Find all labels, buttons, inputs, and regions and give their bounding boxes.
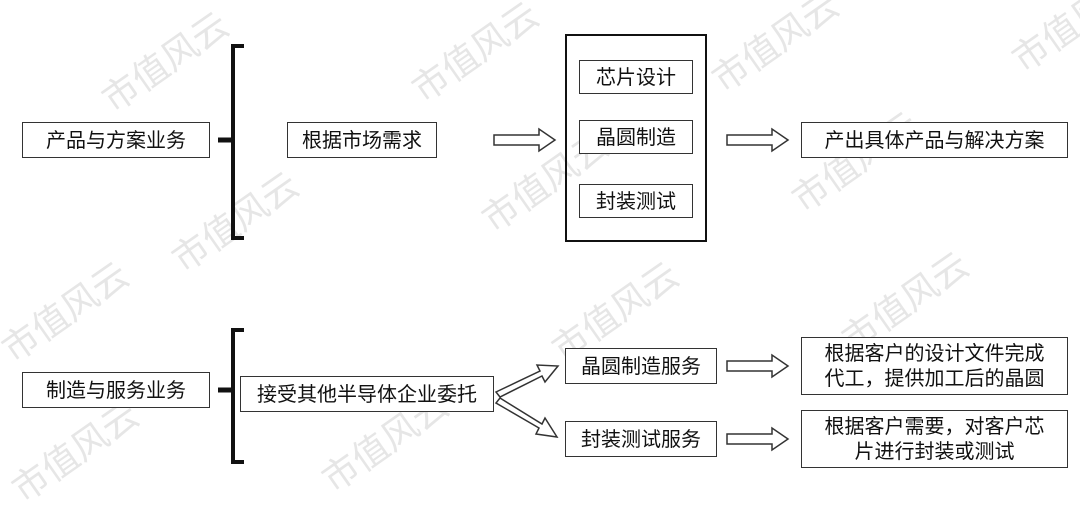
service-box-wafer-manufacturing: 晶圆制造服务 bbox=[565, 348, 717, 384]
business-box-product-solution: 产品与方案业务 bbox=[22, 122, 210, 158]
process-group-box bbox=[565, 34, 707, 242]
step-packaging-testing: 封装测试 bbox=[579, 184, 693, 218]
bracket-row2 bbox=[231, 328, 244, 464]
arrow-wafer-to-result bbox=[726, 353, 790, 379]
step-chip-design: 芯片设计 bbox=[579, 60, 693, 94]
arrow-steps-to-output bbox=[726, 127, 790, 153]
step-wafer-manufacturing: 晶圆制造 bbox=[579, 120, 693, 154]
diagram-connectors bbox=[218, 44, 790, 464]
result-line: 根据客户需要，对客户芯 bbox=[824, 414, 1045, 438]
arrow-branch-upper bbox=[494, 364, 560, 398]
result-line: 片进行封装或测试 bbox=[854, 439, 1015, 463]
service-box-packaging-testing: 封装测试服务 bbox=[565, 421, 717, 457]
basis-box-entrusted: 接受其他半导体企业委托 bbox=[240, 376, 494, 412]
basis-box-market-demand: 根据市场需求 bbox=[287, 122, 437, 158]
result-line: 根据客户的设计文件完成 bbox=[824, 341, 1045, 365]
business-box-manufacturing-service: 制造与服务业务 bbox=[22, 372, 210, 408]
arrow-basis-to-steps bbox=[493, 127, 557, 153]
result-line: 代工，提供加工后的晶圆 bbox=[824, 366, 1045, 390]
result-box-package-service: 根据客户需要，对客户芯 片进行封装或测试 bbox=[801, 410, 1068, 468]
arrow-branch-lower bbox=[494, 397, 559, 438]
arrow-package-to-result bbox=[726, 426, 790, 452]
bracket-row1 bbox=[231, 44, 244, 240]
output-box-products-solutions: 产出具体产品与解决方案 bbox=[801, 122, 1068, 158]
result-box-wafer-service: 根据客户的设计文件完成 代工，提供加工后的晶圆 bbox=[801, 337, 1068, 395]
